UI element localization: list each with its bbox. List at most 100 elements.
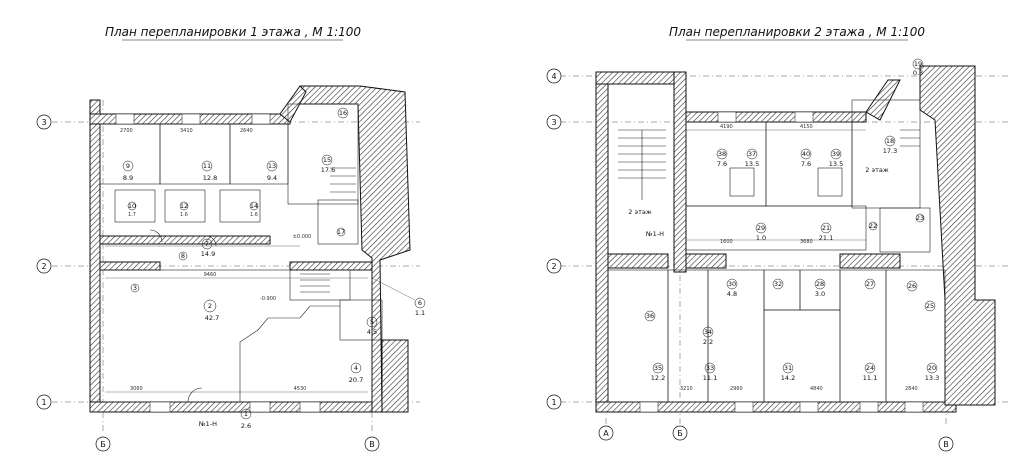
svg-text:9: 9 (126, 162, 130, 170)
svg-text:3210: 3210 (680, 386, 693, 392)
svg-text:8.9: 8.9 (123, 174, 133, 182)
svg-text:34: 34 (704, 328, 712, 336)
svg-text:1.7: 1.7 (128, 212, 136, 218)
svg-text:17.3: 17.3 (883, 147, 897, 155)
svg-text:13.5: 13.5 (829, 160, 843, 168)
svg-text:29: 29 (757, 224, 765, 232)
plan1-partitions: 9460 4530 3060 2700 3410 2640 (99, 103, 383, 413)
room-label: 12.6 (240, 408, 252, 430)
plan2-axis-2: 2 (551, 262, 556, 271)
svg-text:23: 23 (916, 214, 924, 222)
svg-text:1.6: 1.6 (250, 212, 258, 218)
plan1-axis-3: 3 (41, 118, 46, 127)
svg-text:20.7: 20.7 (349, 376, 363, 384)
room-label: 407.6 (800, 148, 812, 168)
svg-text:13.5: 13.5 (745, 160, 759, 168)
plan2-stairs-label: 2 этаж (628, 208, 652, 216)
svg-text:31: 31 (784, 364, 792, 372)
room-label: 304.8 (726, 278, 738, 298)
room-label: 32 (772, 278, 784, 290)
room-label: 18 17.3 (883, 135, 897, 155)
plan2-floor-label: 2 этаж (865, 166, 889, 174)
svg-text:10: 10 (128, 202, 136, 210)
room-label: 139.4 (266, 160, 278, 182)
svg-text:28: 28 (816, 280, 824, 288)
room-label: 141.6 (249, 201, 259, 218)
plan2-partitions: 4190 4150 1600 3680 3210 2960 4840 2840 (607, 99, 946, 413)
svg-text:26: 26 (908, 282, 916, 290)
room-label: 242.7 (203, 299, 219, 322)
svg-text:33: 33 (706, 364, 714, 372)
svg-text:12.2: 12.2 (651, 374, 665, 382)
svg-text:3.0: 3.0 (815, 290, 825, 298)
room-label: 27 (864, 278, 876, 290)
room-label: 387.6 (716, 148, 728, 168)
plan2-axis-4: 4 (551, 72, 556, 81)
svg-text:1.0: 1.0 (756, 234, 766, 242)
room-label: 61.1 (414, 297, 426, 317)
svg-text:21.1: 21.1 (819, 234, 833, 242)
plan2-axis-b: Б (677, 429, 683, 438)
svg-text:16: 16 (339, 109, 347, 117)
svg-text:2640: 2640 (240, 128, 253, 134)
svg-text:2840: 2840 (905, 386, 918, 392)
svg-text:42.7: 42.7 (205, 314, 219, 322)
svg-text:40: 40 (802, 150, 810, 158)
svg-text:2.6: 2.6 (241, 422, 251, 430)
svg-text:14.9: 14.9 (201, 250, 215, 258)
plan1-axis-b: Б (100, 440, 106, 449)
svg-text:11: 11 (203, 162, 211, 170)
svg-text:30: 30 (728, 280, 736, 288)
room-label: 714.9 (201, 238, 215, 258)
svg-text:6: 6 (418, 299, 422, 307)
svg-text:3680: 3680 (800, 239, 813, 245)
svg-text:7.6: 7.6 (717, 160, 727, 168)
svg-text:7.6: 7.6 (801, 160, 811, 168)
plan1-walls (89, 85, 411, 413)
svg-text:38: 38 (718, 150, 726, 158)
svg-text:9460: 9460 (204, 272, 217, 278)
svg-text:13.3: 13.3 (925, 374, 939, 382)
plan2-stamp: №1-Н (645, 230, 664, 238)
svg-text:25: 25 (926, 302, 934, 310)
room-label: 36 (644, 310, 656, 322)
plan2-title: План перепланировки 2 этажа , М 1:100 (669, 25, 925, 39)
svg-text:1600: 1600 (720, 239, 733, 245)
svg-text:4190: 4190 (720, 124, 733, 130)
svg-text:14: 14 (250, 202, 258, 210)
room-label: 121.6 (179, 201, 189, 218)
svg-text:0.3: 0.3 (913, 69, 923, 77)
plan1-axis-1: 1 (41, 398, 46, 407)
svg-text:4530: 4530 (294, 386, 307, 392)
room-label: 3 (130, 283, 140, 293)
plan1-mark-minus: -0.900 (260, 296, 276, 302)
svg-text:1.1: 1.1 (415, 309, 425, 317)
svg-text:20: 20 (928, 364, 936, 372)
room-label: 190.3 (912, 58, 924, 77)
svg-text:2960: 2960 (730, 386, 743, 392)
room-label: 291.0 (755, 222, 767, 242)
room-label: 25 (924, 300, 936, 312)
svg-text:1: 1 (244, 410, 248, 418)
plan1-title: План перепланировки 1 этажа , М 1:100 (105, 25, 361, 39)
svg-text:17.6: 17.6 (321, 166, 335, 174)
svg-text:3410: 3410 (180, 128, 193, 134)
svg-text:4.5: 4.5 (367, 328, 377, 336)
svg-text:18: 18 (886, 137, 894, 145)
plan2-axis-3: 3 (551, 118, 556, 127)
svg-text:36: 36 (646, 312, 654, 320)
plan1-mark-zero: ±0.000 (293, 234, 312, 240)
plan2-axis-a: А (603, 429, 609, 438)
svg-text:13: 13 (268, 162, 276, 170)
